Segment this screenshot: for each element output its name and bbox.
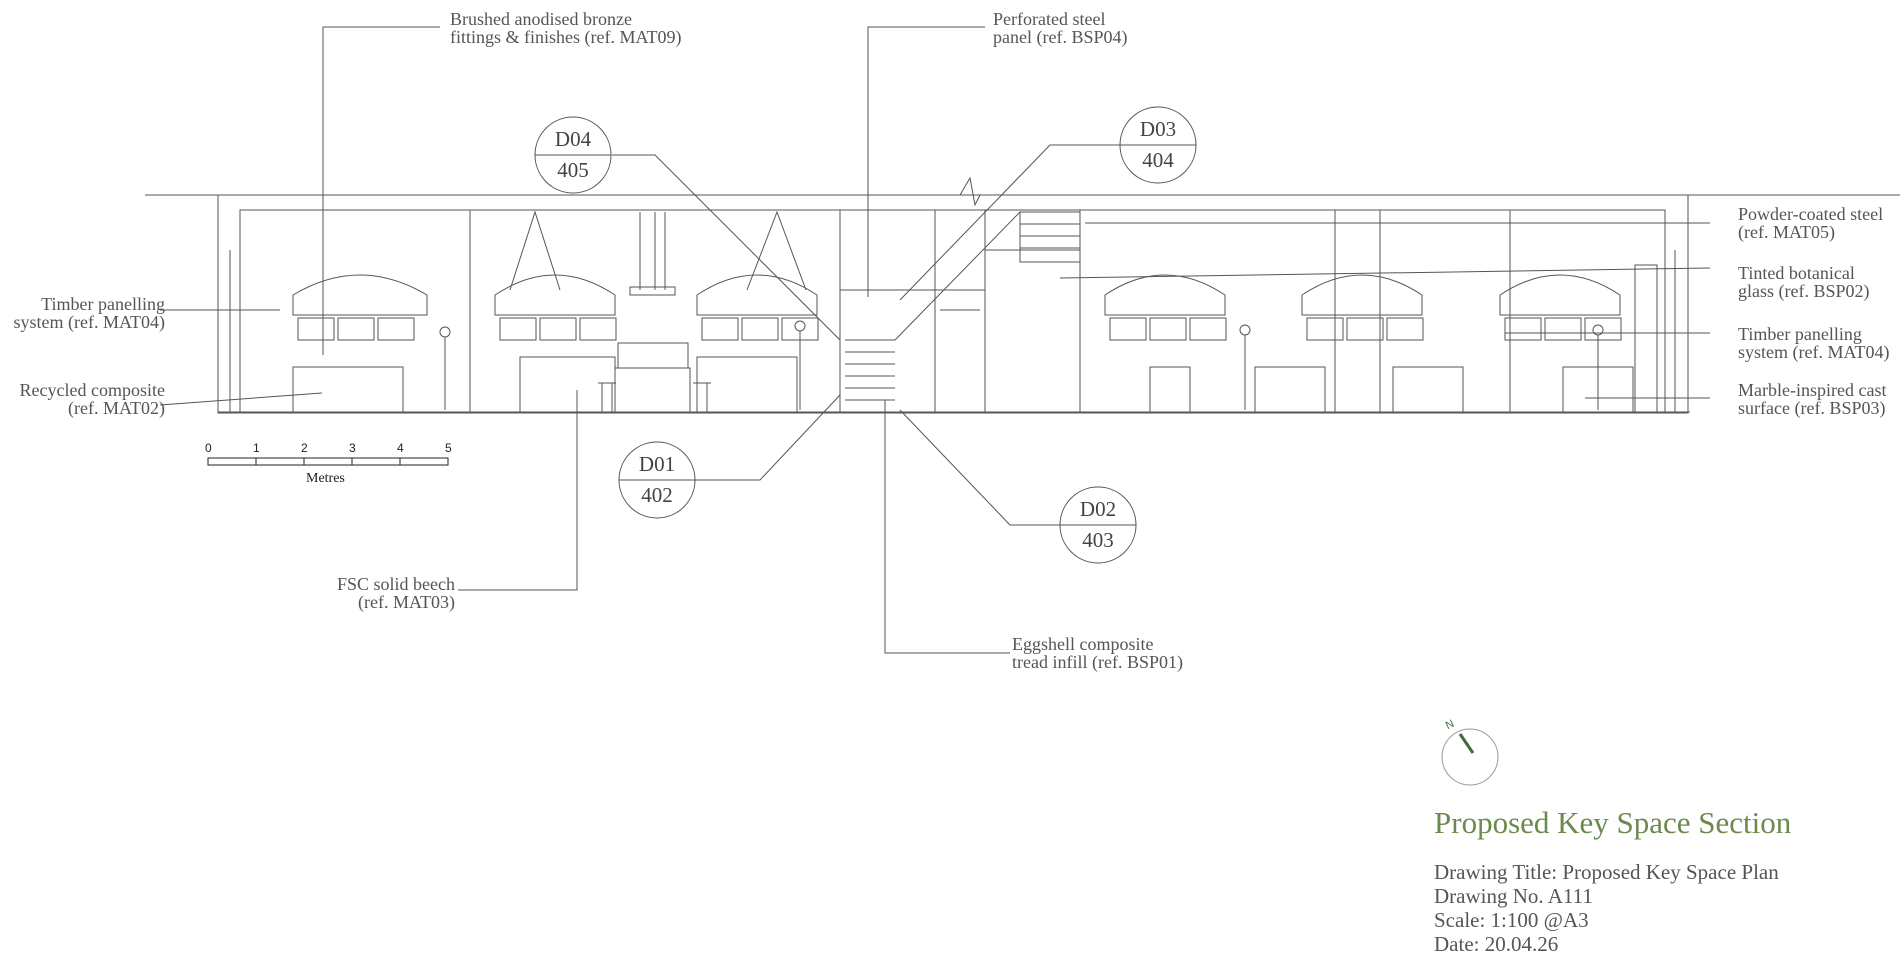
label-beech: FSC solid beech (ref. MAT03) xyxy=(300,575,455,611)
label-powder: Powder-coated steel (ref. MAT05) xyxy=(1738,205,1883,241)
detail-tag-d01-sheet: 402 xyxy=(641,483,673,507)
label-beech-line1: FSC solid beech xyxy=(336,574,455,594)
detail-tag-d03-sheet: 404 xyxy=(1142,148,1174,172)
scale-tick-2: 2 xyxy=(301,441,308,455)
label-powder-line1: Powder-coated steel xyxy=(1738,204,1884,224)
title-block: Drawing Title: Proposed Key Space Plan D… xyxy=(1434,860,1779,956)
scale-unit: Metres xyxy=(306,471,345,486)
detail-tag-d01-id: D01 xyxy=(638,452,676,476)
label-tinted-line2: glass (ref. BSP02) xyxy=(1738,281,1870,301)
label-timber-right-line1: Timber panelling xyxy=(1738,324,1862,344)
drawing-date: Date: 20.04.26 xyxy=(1434,932,1559,956)
scale-tick-4: 4 xyxy=(397,441,404,455)
label-eggshell: Eggshell composite tread infill (ref. BS… xyxy=(1012,635,1183,671)
label-bronze: Brushed anodised bronze fittings & finis… xyxy=(450,10,681,46)
label-perforated: Perforated steel panel (ref. BSP04) xyxy=(993,10,1127,46)
label-marble-line1: Marble-inspired cast xyxy=(1738,380,1887,400)
label-eggshell-line1: Eggshell composite xyxy=(1012,634,1154,654)
label-bronze-line2: fittings & finishes (ref. MAT09) xyxy=(450,27,682,47)
label-timber-left-line2: system (ref. MAT04) xyxy=(13,312,165,332)
label-beech-line2: (ref. MAT03) xyxy=(358,592,455,612)
scale-tick-3: 3 xyxy=(349,441,356,455)
detail-tag-d02-sheet: 403 xyxy=(1082,528,1114,552)
north-arrow-icon xyxy=(1441,728,1499,786)
label-timber-right: Timber panelling system (ref. MAT04) xyxy=(1738,325,1889,361)
label-marble: Marble-inspired cast surface (ref. BSP03… xyxy=(1738,381,1886,417)
label-marble-line2: surface (ref. BSP03) xyxy=(1738,398,1886,418)
detail-tag-d03-id: D03 xyxy=(1139,117,1177,141)
drawing-title: Proposed Key Space Section xyxy=(1434,805,1792,840)
scale-tick-1: 1 xyxy=(253,441,260,455)
label-powder-line2: (ref. MAT05) xyxy=(1738,222,1835,242)
scale-tick-5: 5 xyxy=(445,441,452,455)
label-timber-right-line2: system (ref. MAT04) xyxy=(1738,342,1890,362)
drawing-title-line: Drawing Title: Proposed Key Space Plan xyxy=(1434,860,1779,884)
label-timber-left-line1: Timber panelling xyxy=(41,294,165,314)
label-timber-left: Timber panelling system (ref. MAT04) xyxy=(5,295,165,331)
drawing-scale: Scale: 1:100 @A3 xyxy=(1434,908,1589,932)
detail-tag-d02-id: D02 xyxy=(1079,497,1117,521)
label-recycled: Recycled composite (ref. MAT02) xyxy=(5,381,165,417)
label-perforated-line2: panel (ref. BSP04) xyxy=(993,27,1128,47)
label-recycled-line2: (ref. MAT02) xyxy=(68,398,165,418)
label-perforated-line1: Perforated steel xyxy=(993,9,1106,29)
drawing-number: Drawing No. A111 xyxy=(1434,884,1593,908)
label-recycled-line1: Recycled composite xyxy=(19,380,165,400)
label-tinted: Tinted botanical glass (ref. BSP02) xyxy=(1738,264,1870,300)
detail-tag-d04-sheet: 405 xyxy=(557,158,589,182)
scale-tick-0: 0 xyxy=(205,441,212,455)
label-eggshell-line2: tread infill (ref. BSP01) xyxy=(1012,652,1183,672)
label-bronze-line1: Brushed anodised bronze xyxy=(450,9,632,29)
label-tinted-line1: Tinted botanical xyxy=(1738,263,1855,283)
detail-tag-d04-id: D04 xyxy=(554,127,592,151)
